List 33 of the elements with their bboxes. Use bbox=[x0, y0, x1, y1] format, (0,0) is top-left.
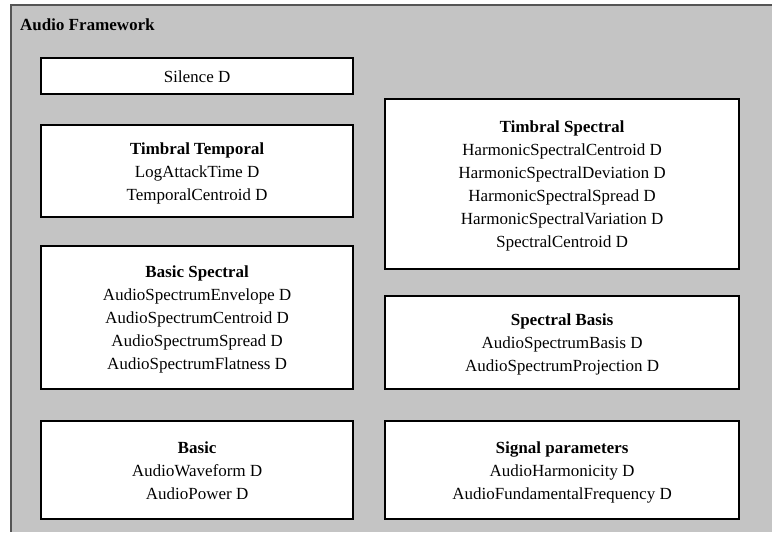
descriptor-name: Silence D bbox=[164, 66, 230, 88]
descriptor-box bbox=[40, 57, 354, 95]
descriptor-box bbox=[384, 420, 740, 520]
descriptor-name: HarmonicSpectralCentroid D bbox=[462, 139, 662, 161]
descriptor-name: HarmonicSpectralSpread D bbox=[468, 185, 656, 207]
descriptor-name: AudioWaveform D bbox=[132, 460, 262, 482]
group-heading: Basic bbox=[178, 436, 216, 458]
descriptor-name: HarmonicSpectralVariation D bbox=[460, 208, 664, 230]
descriptor-name: AudioSpectrumProjection D bbox=[464, 355, 660, 377]
descriptor-name: LogAttackTime D bbox=[134, 160, 260, 182]
descriptor-box bbox=[40, 124, 354, 218]
descriptor-name: AudioSpectrumCentroid D bbox=[105, 307, 289, 329]
panel-title: Audio Framework bbox=[20, 14, 155, 36]
group-heading: Basic Spectral bbox=[145, 261, 249, 283]
descriptor-name: AudioFundamentalFrequency D bbox=[452, 482, 672, 504]
descriptor-name: AudioSpectrumEnvelope D bbox=[102, 284, 292, 306]
descriptor-box bbox=[384, 295, 740, 390]
descriptor-name: AudioPower D bbox=[146, 482, 248, 504]
group-heading: Signal parameters bbox=[496, 436, 628, 458]
descriptor-name: HarmonicSpectralDeviation D bbox=[458, 162, 666, 184]
group-heading: Timbral Temporal bbox=[130, 138, 264, 160]
descriptor-box bbox=[384, 98, 740, 270]
group-heading: Timbral Spectral bbox=[500, 116, 624, 138]
descriptor-name: AudioSpectrumSpread D bbox=[111, 330, 283, 352]
group-heading: Spectral Basis bbox=[510, 309, 614, 331]
descriptor-box bbox=[40, 245, 354, 390]
descriptor-name: AudioSpectrumFlatness D bbox=[107, 353, 287, 375]
descriptor-name: TemporalCentroid D bbox=[126, 184, 268, 206]
descriptor-name: AudioSpectrumBasis D bbox=[481, 332, 643, 354]
descriptor-box bbox=[40, 420, 354, 520]
framework-panel bbox=[10, 4, 772, 532]
descriptor-name: SpectralCentroid D bbox=[496, 231, 628, 253]
descriptor-name: AudioHarmonicity D bbox=[490, 460, 634, 482]
